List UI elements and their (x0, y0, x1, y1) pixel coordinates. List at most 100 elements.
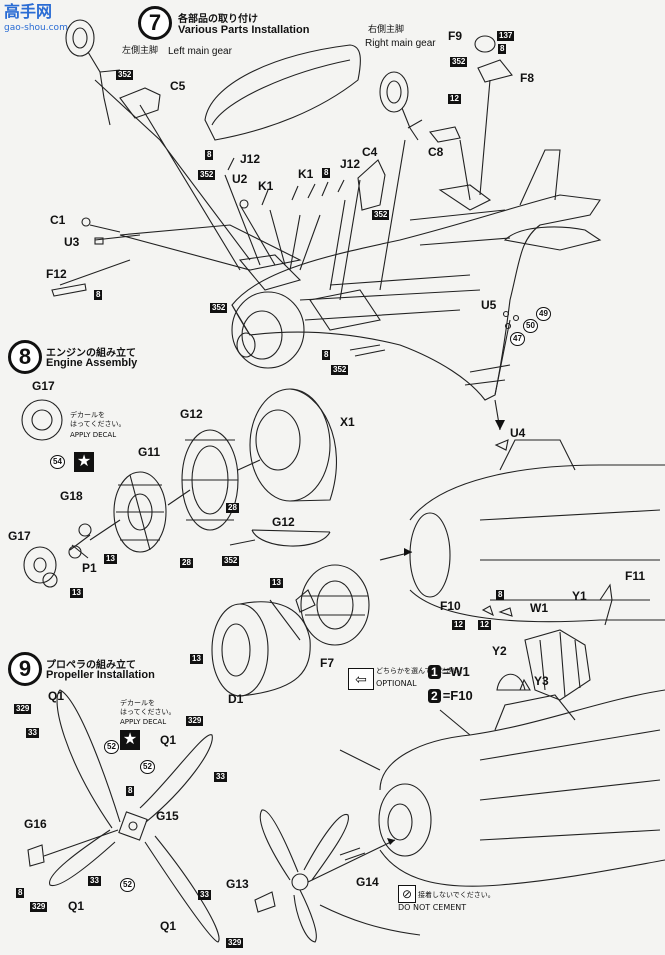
left-main-gear (65, 19, 121, 126)
cowling-d1-drawing (211, 601, 311, 697)
aircraft-fuselage-drawing (119, 149, 602, 401)
callout-49: 49 (536, 307, 551, 321)
fuselage-side-drawing (409, 439, 665, 623)
part-f9: F9 (448, 29, 463, 43)
callout-352-b: 352 (450, 57, 468, 67)
right-gear-label-jp: 右側主脚 (368, 25, 405, 35)
callout-12-b: 12 (452, 620, 465, 630)
part-q1-b: Q1 (160, 733, 177, 747)
part-f10: F10 (440, 599, 461, 613)
optional-note-jp: どちらかを選んでください。 (376, 667, 467, 675)
part-f8: F8 (520, 71, 535, 85)
part-g12-a: G12 (180, 407, 203, 421)
aircraft-front-drawing (339, 689, 665, 887)
part-u2: U2 (232, 172, 248, 186)
option-1: 1=W1 (428, 664, 470, 679)
right-gear-label-en: Right main gear (365, 38, 436, 49)
decal-note-g17-jp-2: はってください。 (70, 420, 126, 428)
engine-g11-drawing (113, 471, 167, 553)
part-g16: G16 (24, 817, 47, 831)
callout-8-b: 8 (205, 150, 214, 160)
part-y1: Y1 (572, 589, 587, 603)
callout-47: 47 (510, 332, 525, 346)
callout-12-c: 12 (478, 620, 491, 630)
star-decal-icon: ★ (74, 452, 94, 472)
part-j12-b: J12 (340, 157, 361, 171)
decal-note-prop-jp-1: デカールを (120, 699, 155, 707)
callout-12-a: 12 (448, 94, 461, 104)
cowling-drawing (249, 388, 338, 502)
part-g14: G14 (356, 875, 379, 889)
step-7-number: 7 (138, 6, 172, 40)
left-gear-label-en: Left main gear (168, 46, 232, 57)
watermark-title: 高手网 (4, 2, 53, 21)
option-2-number: 2 (428, 689, 441, 703)
callout-8-d: 8 (94, 290, 103, 300)
engine-gearbox-drawing (23, 523, 92, 588)
callout-13-d: 13 (190, 654, 203, 664)
engine-f7-drawing (300, 564, 370, 646)
callout-329-b: 329 (186, 716, 204, 726)
part-k1-b: K1 (298, 167, 314, 181)
part-c5-shape (119, 87, 161, 119)
do-not-cement-en: DO NOT CEMENT (398, 903, 467, 912)
callout-52-b: 52 (140, 760, 155, 774)
part-c8-shape (429, 126, 461, 143)
step-8-title-jp: エンジンの組み立て (46, 348, 136, 359)
callout-54: 54 (50, 455, 65, 469)
callout-352-e: 352 (210, 303, 228, 313)
part-g17-b: G17 (8, 529, 31, 543)
step-9-title-en: Propeller Installation (46, 669, 155, 681)
callout-8-e: 8 (322, 350, 331, 360)
optional-arrow-icon: ⇦ (348, 668, 374, 690)
star-decal-prop-icon: ★ (120, 730, 140, 750)
part-d1: D1 (228, 692, 244, 706)
callout-13-a: 13 (104, 554, 117, 564)
callout-8-h: 8 (16, 888, 25, 898)
part-u4: U4 (510, 426, 526, 440)
option-2: 2=F10 (428, 688, 473, 703)
part-c1: C1 (50, 213, 66, 227)
callout-52-a: 52 (104, 740, 119, 754)
step-7-title-en: Various Parts Installation (178, 24, 310, 36)
decal-note-g17-jp-1: デカールを (70, 411, 105, 419)
no-glue-icon: ⊘ (398, 885, 416, 903)
gear-door-panel (204, 44, 361, 141)
callout-8-f: 8 (496, 590, 505, 600)
callout-33-d: 33 (198, 890, 211, 900)
step-9-title-jp: プロペラの組み立て (46, 660, 136, 671)
callout-329-c: 329 (30, 902, 48, 912)
right-main-gear (379, 71, 423, 141)
option-1-number: 1 (428, 665, 441, 679)
callout-352-g: 352 (222, 556, 240, 566)
decal-note-prop-jp-2: はってください。 (120, 708, 176, 716)
part-w1: W1 (530, 601, 548, 615)
step-9-number: 9 (8, 652, 42, 686)
callout-8-c: 8 (322, 168, 331, 178)
callout-33-b: 33 (214, 772, 227, 782)
callout-28-a: 28 (226, 503, 239, 513)
part-u5: U5 (481, 298, 497, 312)
decal-note-g17-en: APPLY DECAL (70, 431, 117, 439)
option-1-part: =W1 (442, 664, 470, 679)
callout-28-b: 28 (180, 558, 193, 568)
callout-329-a: 329 (14, 704, 32, 714)
part-q1-a: Q1 (48, 689, 65, 703)
part-f7: F7 (320, 656, 335, 670)
part-u3: U3 (64, 235, 80, 249)
propeller-exploded-drawing (49, 689, 220, 943)
callout-33-c: 33 (88, 876, 101, 886)
callout-329-d: 329 (226, 938, 244, 948)
callout-33-a: 33 (26, 728, 39, 738)
part-c4-shape (357, 159, 386, 211)
left-gear-label-jp: 左側主脚 (122, 46, 159, 56)
part-f12: F12 (46, 267, 67, 281)
option-2-part: =F10 (442, 688, 473, 703)
part-g11: G11 (138, 445, 161, 459)
part-y2: Y2 (492, 644, 507, 658)
callout-8-g: 8 (126, 786, 135, 796)
part-c4: C4 (362, 145, 378, 159)
callout-50: 50 (523, 319, 538, 333)
